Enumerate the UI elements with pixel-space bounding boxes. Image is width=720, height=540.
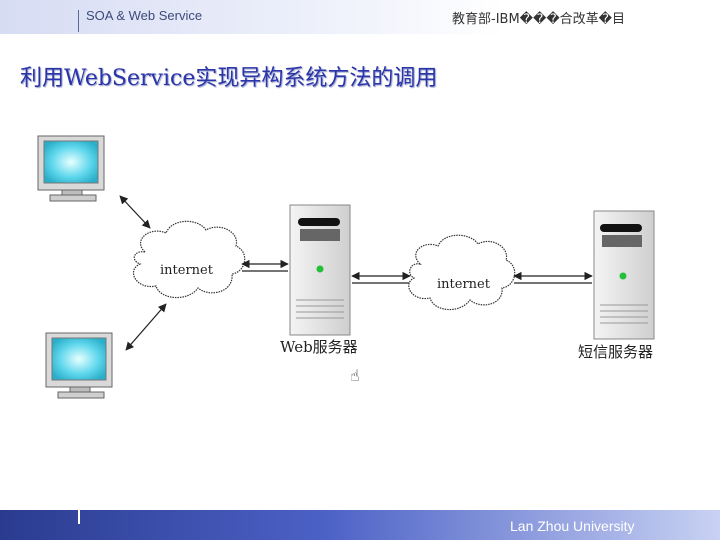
client-monitor-top-icon (37, 135, 105, 202)
footer-bar: Lan Zhou University (0, 510, 720, 540)
sms-server-label: 短信服务器 (578, 343, 653, 361)
client-monitor-bottom-icon (45, 332, 113, 399)
internet-cloud-left-icon (133, 220, 246, 299)
internet-cloud-right-icon (408, 234, 516, 311)
footer-divider (78, 510, 80, 524)
hand-cursor-icon: ☝ (350, 366, 360, 385)
internet-cloud-left-label: internet (160, 263, 214, 278)
header-divider (78, 10, 79, 32)
header-project-label: 教育部-IBM���合改革�目 (452, 12, 625, 27)
web-server-label: Web服务器 (280, 338, 358, 356)
slide-title: 利用WebService实现异构系统方法的调用 (20, 66, 438, 91)
web-server-icon (289, 204, 351, 336)
internet-cloud-right-label: internet (437, 277, 491, 292)
header-course-label: SOA & Web Service (86, 8, 203, 23)
arrow-monitor-bottom-to-cloud (125, 303, 167, 351)
header-bar: SOA & Web Service 教育部-IBM���合改革�目 (0, 0, 720, 34)
footer-university-label: Lan Zhou University (510, 518, 635, 534)
arrow-monitor-top-to-cloud (119, 195, 151, 229)
sms-server-icon (593, 210, 655, 340)
